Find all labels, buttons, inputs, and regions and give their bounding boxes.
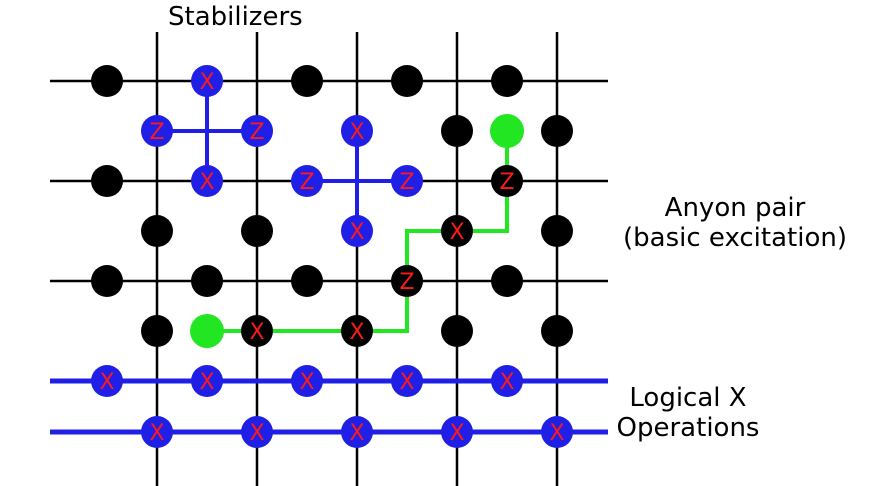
stabilizer-qubit bbox=[391, 165, 423, 197]
logical-x-qubit bbox=[441, 416, 473, 448]
qubit bbox=[291, 65, 323, 97]
logical-x-qubit bbox=[241, 416, 273, 448]
operator-letter-x: X bbox=[399, 370, 414, 395]
operator-letter-z: Z bbox=[149, 120, 164, 145]
operator-letter-x: X bbox=[249, 320, 264, 345]
logical-x-label: Logical X Operations bbox=[598, 383, 778, 443]
stabilizer-qubit bbox=[341, 215, 373, 247]
operator-letter-x: X bbox=[249, 421, 264, 446]
stabilizers-label: Stabilizers bbox=[168, 2, 303, 32]
anyon-pair-title: Anyon pair bbox=[664, 193, 806, 223]
excited-qubit bbox=[341, 315, 373, 347]
operator-letter-z: Z bbox=[249, 120, 264, 145]
excited-qubit bbox=[391, 265, 423, 297]
operator-letter-x: X bbox=[349, 120, 364, 145]
qubit bbox=[491, 265, 523, 297]
stabilizer-qubit bbox=[141, 115, 173, 147]
qubit bbox=[91, 165, 123, 197]
operator-letter-z: Z bbox=[499, 170, 514, 195]
operator-letter-z: Z bbox=[299, 170, 314, 195]
operator-letter-x: X bbox=[199, 170, 214, 195]
operator-letter-x: X bbox=[149, 421, 164, 446]
anyon bbox=[490, 114, 524, 148]
logical-x-qubit bbox=[491, 365, 523, 397]
operator-letter-x: X bbox=[499, 370, 514, 395]
operator-letter-x: X bbox=[349, 320, 364, 345]
qubit bbox=[291, 265, 323, 297]
logical-x-qubit bbox=[91, 365, 123, 397]
qubit bbox=[491, 65, 523, 97]
logical-x-qubit bbox=[391, 365, 423, 397]
operator-letter-x: X bbox=[349, 220, 364, 245]
anyon bbox=[190, 314, 224, 348]
excited-qubit bbox=[441, 215, 473, 247]
operator-letter-x: X bbox=[299, 370, 314, 395]
qubit bbox=[241, 215, 273, 247]
qubit bbox=[441, 315, 473, 347]
operator-letter-z: Z bbox=[399, 170, 414, 195]
operator-letter-x: X bbox=[549, 421, 564, 446]
logical-x-qubit bbox=[141, 416, 173, 448]
anyon-string-path bbox=[207, 131, 509, 333]
stabilizer-qubit bbox=[341, 115, 373, 147]
logical-x-qubit bbox=[541, 416, 573, 448]
qubit bbox=[91, 65, 123, 97]
qubit bbox=[91, 265, 123, 297]
excited-qubit bbox=[491, 165, 523, 197]
logical-x-qubit bbox=[191, 365, 223, 397]
operator-letter-x: X bbox=[449, 220, 464, 245]
qubit bbox=[141, 215, 173, 247]
logical-x-subtitle: Operations bbox=[616, 413, 760, 443]
stabilizer-qubit bbox=[291, 165, 323, 197]
logical-x-qubit bbox=[341, 416, 373, 448]
anyon-pair-subtitle: (basic excitation) bbox=[623, 223, 847, 253]
logical-x-title: Logical X bbox=[629, 383, 747, 413]
operator-letter-x: X bbox=[99, 370, 114, 395]
anyon-pair-label: Anyon pair (basic excitation) bbox=[620, 193, 850, 253]
qubit bbox=[541, 315, 573, 347]
operator-letter-z: Z bbox=[399, 270, 414, 295]
qubit bbox=[541, 115, 573, 147]
logical-x-qubit bbox=[291, 365, 323, 397]
operator-letter-x: X bbox=[199, 370, 214, 395]
qubit bbox=[541, 215, 573, 247]
stabilizer-qubit bbox=[191, 65, 223, 97]
operator-letter-x: X bbox=[349, 421, 364, 446]
stabilizer-qubit bbox=[241, 115, 273, 147]
excited-qubit bbox=[241, 315, 273, 347]
qubit bbox=[141, 315, 173, 347]
qubit bbox=[391, 65, 423, 97]
qubit bbox=[191, 265, 223, 297]
operator-letter-x: X bbox=[199, 70, 214, 95]
stabilizer-qubit bbox=[191, 165, 223, 197]
qubit bbox=[441, 115, 473, 147]
operator-letter-x: X bbox=[449, 421, 464, 446]
